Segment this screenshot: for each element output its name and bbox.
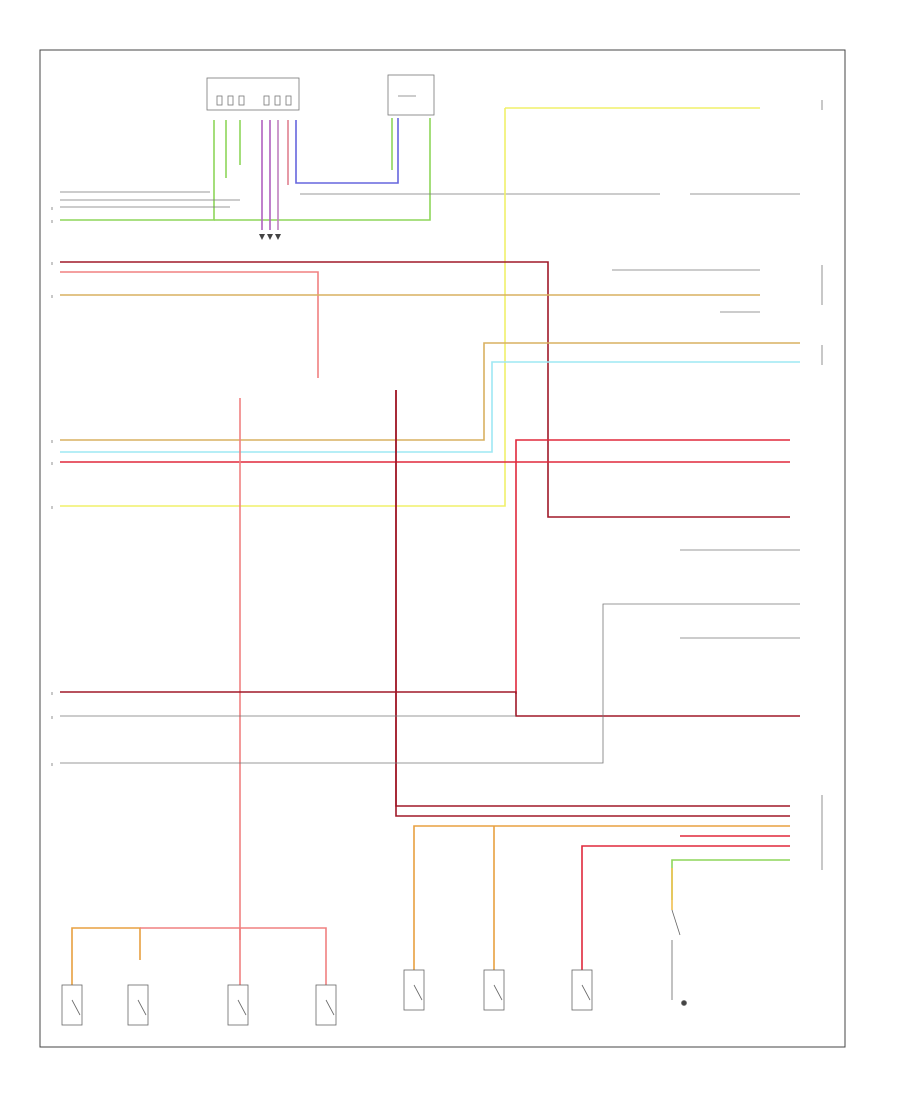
wire-red-seat	[515, 439, 790, 694]
wire-orange-left	[71, 927, 141, 985]
wire-red-right-2	[581, 845, 790, 970]
wire-blue	[295, 118, 399, 184]
diagram-frame	[39, 49, 846, 1048]
wire-green-4	[214, 118, 431, 221]
wire-orange-right	[413, 825, 790, 970]
wire-darkred-low	[60, 691, 800, 717]
wire-lightblue	[60, 361, 800, 453]
wire-darkred-top	[60, 261, 790, 518]
wire-yellow-vertical	[60, 108, 506, 507]
wire-pink-top	[60, 271, 319, 378]
top-module-right	[387, 74, 435, 116]
ground-right	[671, 909, 687, 1006]
top-connector-left	[206, 77, 300, 111]
connector-pins	[259, 234, 281, 240]
seat-switch-group-right	[403, 969, 593, 1011]
wire-tan-right	[60, 342, 800, 441]
wire-green-1	[60, 120, 215, 221]
seat-switch-group-left	[61, 984, 337, 1026]
wire-pink-left-bus	[140, 927, 327, 985]
wire-darkred-right-2	[395, 390, 790, 817]
wire-green-right-low	[671, 859, 790, 900]
